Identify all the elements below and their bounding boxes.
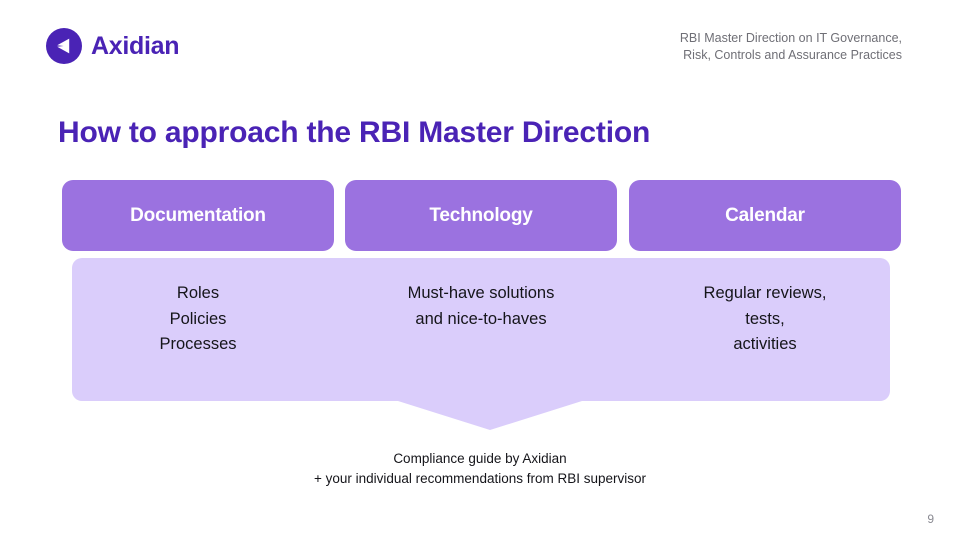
- axidian-triangle-logo-icon: [46, 28, 82, 64]
- three-column-diagram: Documentation Roles Policies Processes T…: [0, 180, 960, 440]
- diagram-columns: Documentation Roles Policies Processes T…: [0, 180, 960, 440]
- diagram-column-documentation: Documentation Roles Policies Processes: [62, 180, 334, 358]
- column-body-line: Policies: [169, 309, 227, 328]
- diagram-column-technology: Technology Must-have solutions and nice-…: [345, 180, 617, 332]
- brand-name: Axidian: [91, 31, 180, 60]
- column-body-line: activities: [733, 335, 797, 353]
- document-reference-line-2: Risk, Controls and Assurance Practices: [683, 48, 902, 62]
- diagram-caption: Compliance guide by Axidian + your indiv…: [0, 449, 960, 489]
- diagram-column-calendar: Calendar Regular reviews, tests, activit…: [629, 180, 901, 358]
- column-body-line: Roles: [176, 284, 220, 302]
- caption-line-2: + your individual recommendations from R…: [313, 471, 646, 486]
- brand-logo: Axidian: [46, 28, 180, 64]
- diagram-background-panel: [72, 258, 890, 430]
- column-body-line: Regular reviews,: [703, 284, 827, 302]
- column-header-technology: Technology: [345, 180, 617, 251]
- caption-line-1: Compliance guide by Axidian: [393, 451, 567, 466]
- column-body-calendar: Regular reviews, tests, activities: [629, 281, 901, 358]
- column-body-line: Processes: [159, 335, 237, 353]
- column-header-calendar: Calendar: [629, 180, 901, 251]
- column-body-line: tests,: [745, 309, 785, 328]
- column-body-documentation: Roles Policies Processes: [62, 281, 334, 358]
- column-body-line: Must-have solutions: [407, 284, 555, 302]
- column-body-line: and nice-to-haves: [415, 309, 547, 328]
- document-reference-line-1: RBI Master Direction on IT Governance,: [679, 31, 902, 45]
- column-header-documentation: Documentation: [62, 180, 334, 251]
- document-reference: RBI Master Direction on IT Governance, R…: [680, 30, 902, 64]
- page-number: 9: [927, 512, 934, 526]
- page-title: How to approach the RBI Master Direction: [58, 116, 651, 150]
- column-body-technology: Must-have solutions and nice-to-haves: [345, 281, 617, 332]
